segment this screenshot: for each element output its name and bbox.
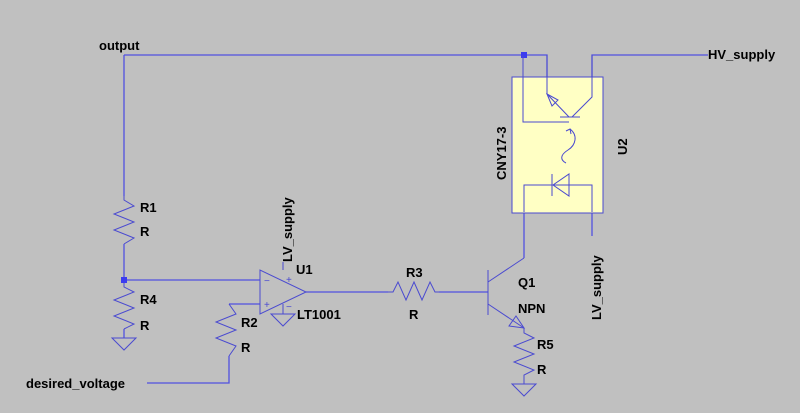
r1-value: R [140,224,150,239]
r3-ref: R3 [406,265,423,280]
resistor-r4[interactable]: R4 R [112,283,157,333]
net-label-desired-voltage: desired_voltage [26,376,125,391]
net-label-hv-supply: HV_supply [708,47,776,62]
ground-u1-icon [269,313,297,327]
r4-value: R [140,318,150,333]
wire-desired-voltage[interactable] [147,356,230,384]
ground-r4-icon [110,337,138,351]
resistor-r5[interactable]: R5 R [512,328,554,384]
u2-value: CNY17-3 [494,127,509,180]
opamp-vplus-sign: + [286,275,292,286]
junction-divider [121,277,127,283]
r5-ref: R5 [537,337,554,352]
resistor-r1[interactable]: R1 R [112,196,157,245]
wire-output-to-u2[interactable] [524,54,548,78]
u1-ref: U1 [296,262,313,277]
u1-value: LT1001 [297,307,341,322]
ground-r5-icon [510,383,538,397]
r2-ref: R2 [241,315,258,330]
opamp-minus-sign: − [264,276,270,287]
net-label-lv-supply-u1: LV_supply [280,196,295,262]
u2-ref: U2 [615,138,630,155]
r1-ref: R1 [140,200,157,215]
net-label-output: output [99,38,140,53]
wire-hv-supply[interactable] [591,54,708,78]
transistor-q1[interactable]: Q1 NPN [487,257,545,329]
resistor-r3[interactable]: R3 R [388,265,439,322]
opamp-vminus-sign: − [286,302,292,313]
opamp-u1[interactable]: − + + − U1 LT1001 [259,262,341,322]
r3-value: R [409,307,419,322]
junction-output [521,52,527,58]
net-label-lv-supply-u2: LV_supply [589,254,604,320]
optocoupler-u2[interactable]: CNY17-3 U2 [494,55,630,214]
wires [123,54,708,384]
opamp-plus-sign: + [264,300,270,311]
r2-value: R [241,340,251,355]
q1-ref: Q1 [518,275,535,290]
q1-value: NPN [518,301,545,316]
r4-ref: R4 [140,292,157,307]
r5-value: R [537,362,547,377]
resistor-r2[interactable]: R2 R [214,303,258,357]
